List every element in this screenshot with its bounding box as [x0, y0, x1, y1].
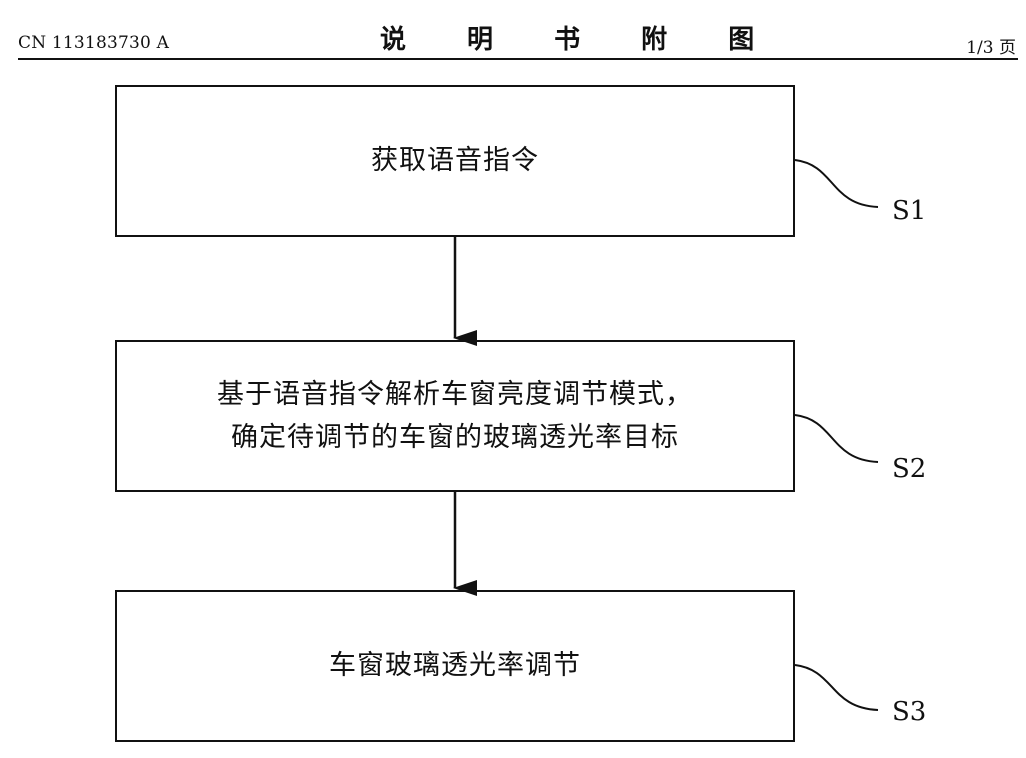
header-rule — [18, 58, 1018, 60]
step-label-s2: S2 — [892, 454, 927, 484]
page-number: 1/3 页 — [966, 38, 1016, 58]
leader-s1 — [794, 159, 879, 208]
leader-s2 — [794, 414, 879, 463]
step-box-s2: 基于语音指令解析车窗亮度调节模式， 确定待调节的车窗的玻璃透光率目标 — [115, 340, 795, 492]
step-label-s3: S3 — [892, 697, 927, 727]
step-box-s1: 获取语音指令 — [115, 85, 795, 237]
leader-s3 — [794, 664, 879, 711]
step-text-s1: 获取语音指令 — [371, 145, 539, 177]
step-text-s2-line2: 确定待调节的车窗的玻璃透光率目标 — [231, 422, 679, 453]
step-label-s1: S1 — [892, 196, 927, 226]
step-text-s3: 车窗玻璃透光率调节 — [329, 650, 581, 682]
step-box-s3: 车窗玻璃透光率调节 — [115, 590, 795, 742]
step-text-s2-line1: 基于语音指令解析车窗亮度调节模式， — [217, 378, 693, 410]
patent-number: CN 113183730 A — [18, 33, 170, 53]
